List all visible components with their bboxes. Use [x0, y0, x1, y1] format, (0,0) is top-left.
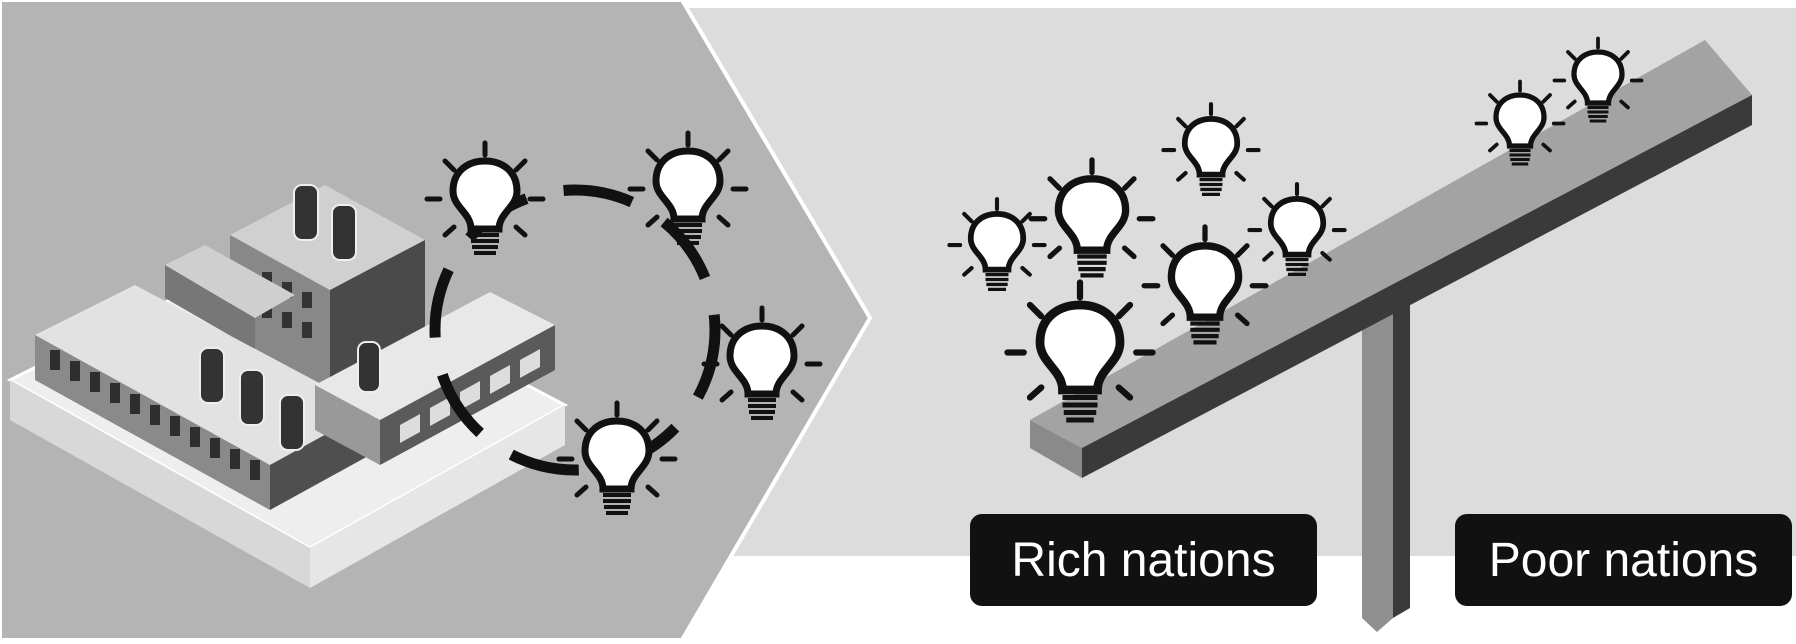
innovation-cycle — [427, 133, 820, 513]
seesaw-icon — [1030, 40, 1752, 632]
rich-nations-label: Rich nations — [970, 514, 1317, 606]
factory-icon — [6, 184, 569, 588]
poor-nations-label: Poor nations — [1455, 514, 1792, 606]
